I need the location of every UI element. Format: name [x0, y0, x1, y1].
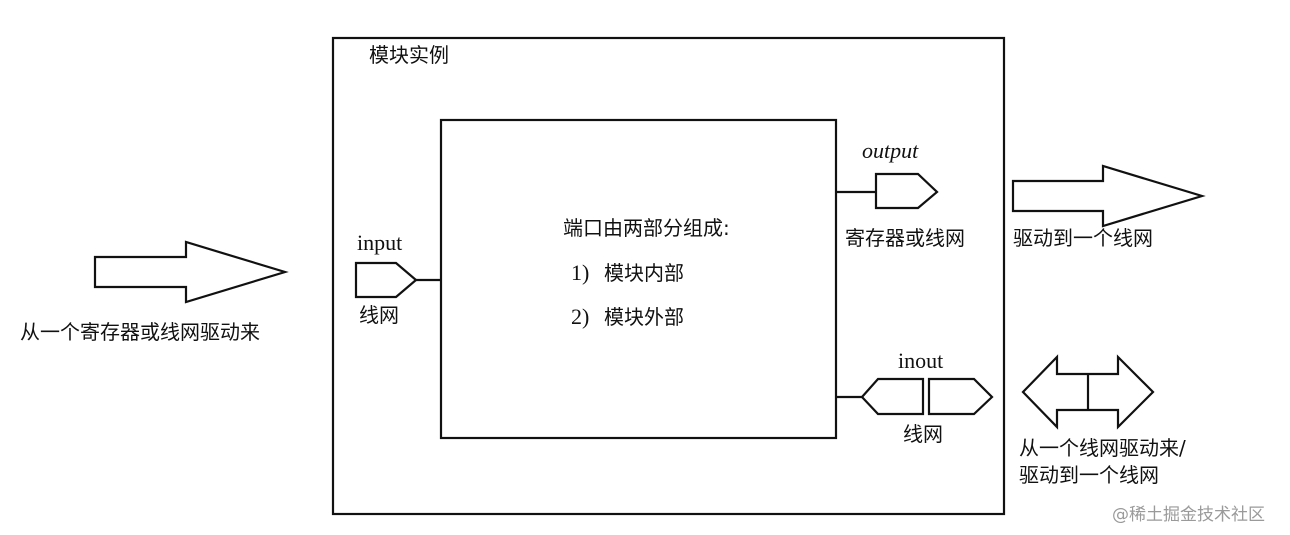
- output-port-shape: [874, 172, 939, 210]
- inout-external-text-line2: 驱动到一个线网: [1019, 463, 1159, 487]
- inout-port-sublabel: 线网: [903, 422, 943, 446]
- external-bidirectional-arrow: [1021, 354, 1155, 430]
- inner-box-item1-text: 模块内部: [604, 261, 684, 285]
- output-port-label: output: [862, 138, 919, 163]
- inout-external-text-line1: 从一个线网驱动来/: [1019, 436, 1186, 460]
- inout-port-right-shape: [927, 377, 994, 416]
- input-external-text: 从一个寄存器或线网驱动来: [20, 320, 260, 344]
- module-instance-title: 模块实例: [369, 43, 449, 67]
- watermark: @稀土掘金技术社区: [1112, 505, 1265, 525]
- inout-port-label: inout: [898, 348, 944, 373]
- inout-port-left-shape: [860, 377, 925, 416]
- output-external-text: 驱动到一个线网: [1013, 226, 1153, 250]
- input-port-label: input: [357, 230, 403, 255]
- output-port-sublabel: 寄存器或线网: [845, 226, 965, 250]
- inner-box-heading: 端口由两部分组成:: [563, 216, 730, 240]
- module-instance-box: [331, 36, 1006, 516]
- inner-box-item1-num: 1): [571, 260, 590, 285]
- input-port-shape: [354, 261, 418, 299]
- input-port-sublabel: 线网: [359, 303, 399, 327]
- external-input-arrow: [93, 240, 289, 304]
- inner-box-item2-num: 2): [571, 304, 590, 329]
- external-output-arrow: [1011, 164, 1206, 228]
- inner-box-item2-text: 模块外部: [604, 305, 684, 329]
